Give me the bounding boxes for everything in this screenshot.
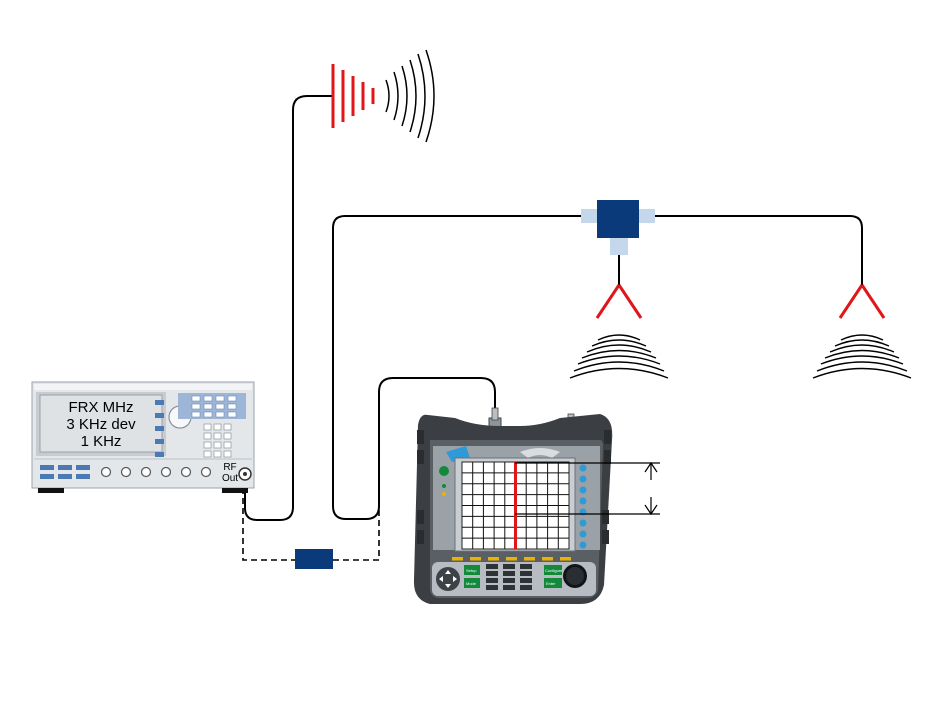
right-receive-antenna-icon: [813, 285, 911, 378]
attenuator-block: [295, 549, 333, 569]
power-button-icon: [439, 466, 449, 476]
generator-display-line-2: 3 KHz dev: [66, 416, 136, 433]
setup-key-label: Setup: [466, 568, 477, 573]
spectrum-analyzer: Setup Mode Configure Enter: [414, 408, 612, 604]
mode-key-label: Mode: [466, 581, 477, 586]
generator-display-line-1: FRX MHz: [69, 399, 134, 416]
cable-generator-to-tx-antenna: [245, 96, 333, 520]
configure-key-label: Configure: [545, 568, 563, 573]
rf-out-label-line-2: Out: [222, 473, 238, 484]
left-receive-antenna-icon: [570, 285, 668, 378]
signal-generator: FRX MHz 3 KHz dev 1 KHz: [32, 382, 254, 493]
splitter-icon: [581, 200, 655, 255]
generator-foot: [38, 488, 64, 493]
enter-key-label: Enter: [546, 581, 556, 586]
radio-waves-icon: [386, 50, 434, 142]
generator-display-line-3: 1 KHz: [81, 433, 122, 450]
cable-splitter-to-right-antenna: [655, 216, 862, 285]
rf-out-label-line-1: RF: [223, 462, 236, 473]
transmit-antenna-icon: [333, 64, 373, 128]
generator-foot: [222, 488, 248, 493]
